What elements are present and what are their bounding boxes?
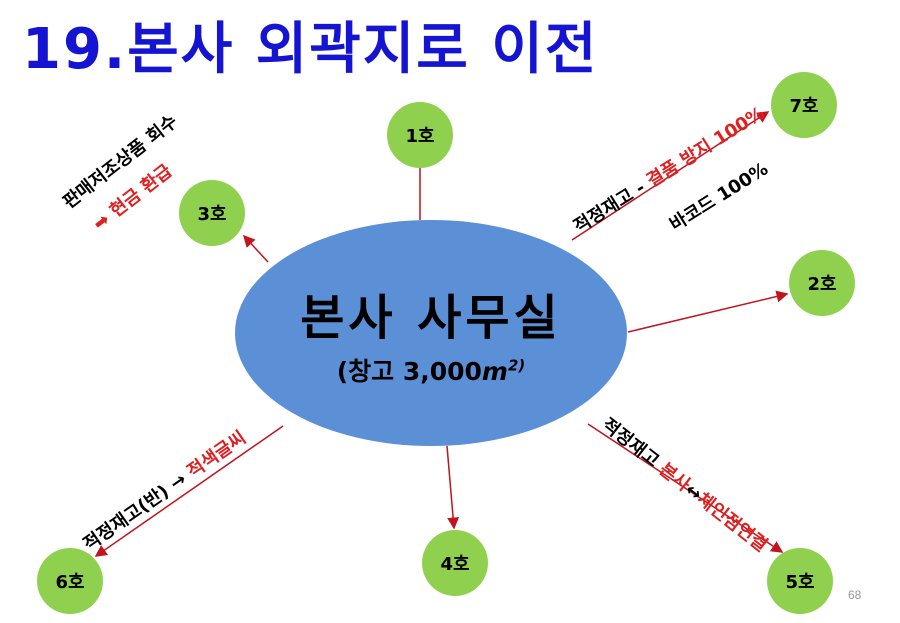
page-number: 68 (848, 588, 862, 602)
store-node-3: 3호 (179, 180, 245, 246)
store-node-7: 7호 (771, 72, 837, 138)
hq-sub-prefix: (창고 3,000 (336, 357, 482, 386)
arrow-to-store-3 (242, 234, 269, 263)
arrow-to-store-7 (571, 111, 770, 241)
hq-warehouse-size: (창고 3,000m2) (235, 352, 627, 388)
store-node-5: 5호 (767, 548, 833, 614)
store-node-2: 2호 (789, 250, 855, 316)
arrow-to-store-2 (627, 290, 789, 333)
arrow-to-store-4 (446, 445, 460, 530)
arrow-to-store-5 (587, 423, 784, 553)
arrow-to-store-6 (94, 425, 284, 557)
hq-sub-unit: m (481, 357, 508, 386)
hq-name: 본사 사무실 (300, 290, 562, 346)
hq-office-node: 본사 사무실 (창고 3,000m2) (235, 220, 627, 446)
store-node-4: 4호 (422, 530, 488, 596)
page-title: 19.본사 외곽지로 이전 (22, 17, 599, 82)
hq-sub-exp: 2) (507, 356, 526, 375)
store-node-1: 1호 (387, 102, 453, 168)
store-node-6: 6호 (37, 548, 103, 614)
